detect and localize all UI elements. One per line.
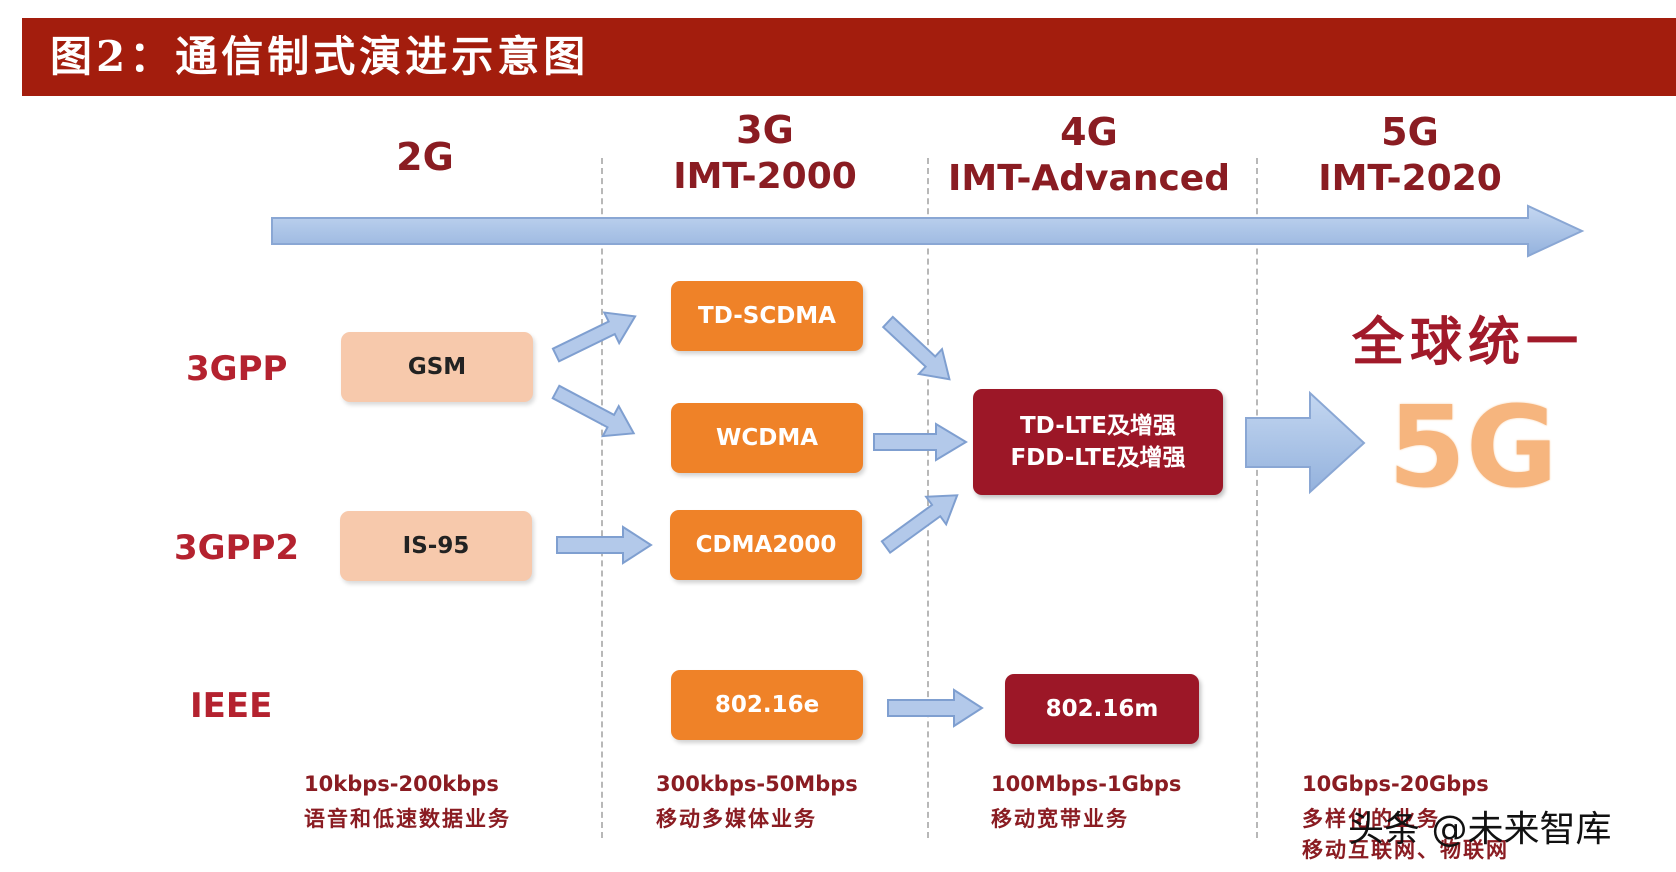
gen-2g-label: 2G	[396, 135, 454, 179]
gen-4g-standard: IMT-Advanced	[948, 158, 1230, 199]
gen-3g-label: 3G	[736, 108, 794, 152]
row-label-3gpp: 3GPP	[186, 349, 288, 389]
watermark: 头条 @未来智库	[1348, 809, 1612, 850]
divider-2g-3g	[601, 158, 603, 838]
arrow-cdma2000-lte	[880, 494, 959, 555]
arrow-tdscdma-lte	[881, 315, 951, 381]
row-label-3gpp2: 3GPP2	[174, 528, 300, 568]
gen-3g-standard: IMT-2000	[673, 156, 857, 197]
arrow-gsm-wcdma	[551, 384, 636, 438]
speed-2g: 10kbps-200kbps	[304, 772, 499, 796]
gen-5g-label: 5G	[1381, 110, 1439, 154]
speed-4g: 100Mbps-1Gbps	[991, 772, 1182, 796]
arrow-lte-5g	[1245, 390, 1366, 495]
arrow-16e-16m	[887, 688, 984, 728]
box-td-scdma: TD-SCDMA	[671, 281, 863, 351]
box-802-16e: 802.16e	[671, 670, 863, 740]
box-wcdma: WCDMA	[671, 403, 863, 473]
title-bar: 图2：通信制式演进示意图	[22, 18, 1676, 96]
speed-5g: 10Gbps-20Gbps	[1302, 772, 1489, 796]
box-lte-line2: FDD-LTE及增强	[1010, 445, 1186, 471]
gen-5g-standard: IMT-2020	[1318, 158, 1502, 199]
five-g-big: 5G	[1388, 383, 1558, 513]
figure-title: 图2：通信制式演进示意图	[50, 32, 590, 81]
box-gsm: GSM	[341, 332, 533, 402]
arrow-wcdma-lte	[873, 422, 968, 462]
box-lte-line1: TD-LTE及增强	[1019, 412, 1176, 439]
unify-text: 全球统一	[1352, 312, 1585, 373]
service-3g: 移动多媒体业务	[656, 806, 817, 831]
timeline-arrow	[271, 204, 1585, 258]
row-label-ieee: IEEE	[190, 686, 273, 726]
arrow-gsm-tdscdma	[551, 311, 637, 363]
divider-4g-5g	[1256, 158, 1258, 838]
arrow-is95-cdma2000	[556, 525, 653, 565]
box-cdma2000: CDMA2000	[670, 510, 862, 580]
service-4g: 移动宽带业务	[991, 806, 1129, 831]
gen-4g-label: 4G	[1060, 110, 1118, 154]
box-lte: TD-LTE及增强 FDD-LTE及增强	[973, 389, 1223, 495]
service-5g-line2: 移动互联网、物联网	[1302, 837, 1509, 862]
service-2g: 语音和低速数据业务	[304, 806, 511, 831]
box-802-16m: 802.16m	[1005, 674, 1199, 744]
service-5g: 多样化的业务	[1302, 806, 1440, 831]
box-is95: IS-95	[340, 511, 532, 581]
speed-3g: 300kbps-50Mbps	[656, 772, 858, 796]
